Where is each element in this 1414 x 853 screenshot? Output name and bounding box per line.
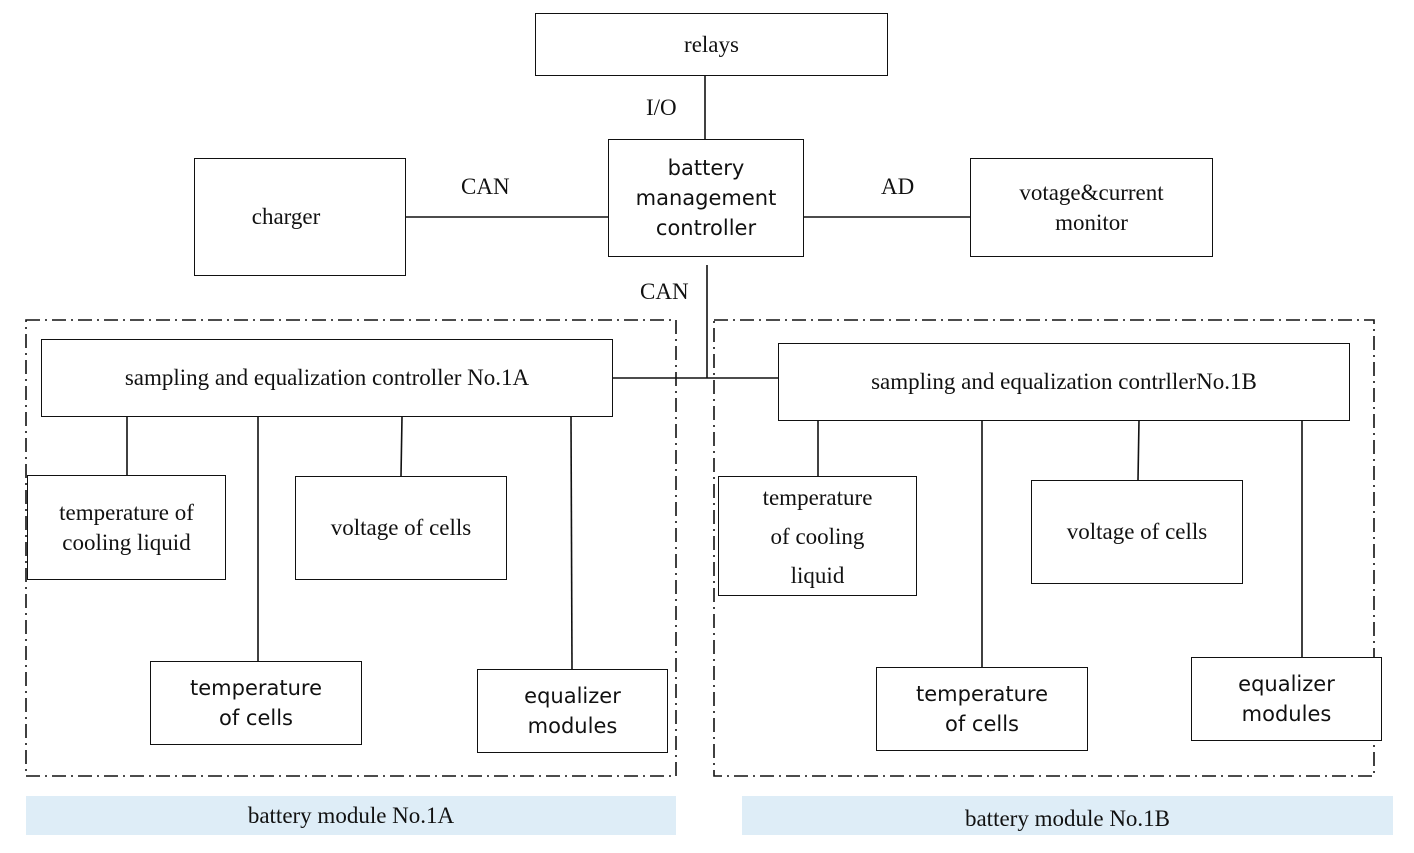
- battery-module-1a-caption: battery module No.1A: [26, 796, 676, 835]
- a-link-equalizer: [570, 416, 573, 670]
- a-equalizer-modules-box: equalizer modules: [477, 669, 668, 753]
- a-voltage-of-cells-label: voltage of cells: [330, 515, 472, 540]
- module-b-boundary: [713, 319, 1375, 777]
- b-temp-of-cells-label: temperature of cells: [916, 682, 1048, 736]
- relays-label: relays: [684, 31, 739, 57]
- bmc-label: battery management controller: [635, 156, 777, 240]
- a-equalizer-modules-label: equalizer modules: [524, 684, 621, 738]
- voltage-current-monitor-box: votage&current monitor: [970, 158, 1213, 257]
- b-temp-cooling-liquid-box: temperature of cooling liquid: [718, 476, 917, 596]
- relays-box: relays: [535, 13, 888, 76]
- battery-module-1b-caption: battery module No.1B: [742, 796, 1393, 835]
- sampling-controller-1a-box: sampling and equalization controller No.…: [41, 339, 613, 417]
- can-bus-label: CAN: [640, 279, 689, 304]
- a-link-voltage: [400, 416, 403, 477]
- ad-label: AD: [881, 174, 915, 199]
- io-label: I/O: [646, 95, 677, 120]
- b-equalizer-modules-label: equalizer modules: [1238, 672, 1335, 726]
- battery-module-1b-label: battery module No.1B: [964, 805, 1171, 831]
- a-temp-of-cells-label: temperature of cells: [190, 676, 322, 730]
- b-link-voltage: [1137, 419, 1140, 481]
- battery-module-1a-label: battery module No.1A: [247, 802, 455, 828]
- battery-management-controller-box: battery management controller: [608, 139, 804, 257]
- b-temp-of-cells-box: temperature of cells: [876, 667, 1088, 751]
- sampling-controller-1b-box: sampling and equalization contrllerNo.1B: [778, 343, 1350, 421]
- b-voltage-of-cells-label: voltage of cells: [1066, 519, 1208, 544]
- charger-label: charger: [251, 204, 321, 229]
- a-temp-cooling-liquid-label: temperature of cooling liquid: [59, 499, 194, 555]
- b-voltage-of-cells-box: voltage of cells: [1031, 480, 1243, 584]
- b-equalizer-modules-box: equalizer modules: [1191, 657, 1382, 741]
- b-temp-cooling-liquid-label: temperature of cooling liquid: [762, 484, 873, 588]
- module-a-boundary: [25, 319, 677, 777]
- a-temp-cooling-liquid-box: temperature of cooling liquid: [27, 475, 226, 580]
- a-voltage-of-cells-box: voltage of cells: [295, 476, 507, 580]
- monitor-label: votage&current monitor: [1019, 179, 1164, 235]
- sampling-controller-1b-label: sampling and equalization contrllerNo.1B: [871, 369, 1257, 394]
- charger-box: charger: [194, 158, 406, 276]
- a-temp-of-cells-box: temperature of cells: [150, 661, 362, 745]
- can-charger-label: CAN: [461, 174, 510, 199]
- sampling-controller-1a-label: sampling and equalization controller No.…: [124, 365, 530, 390]
